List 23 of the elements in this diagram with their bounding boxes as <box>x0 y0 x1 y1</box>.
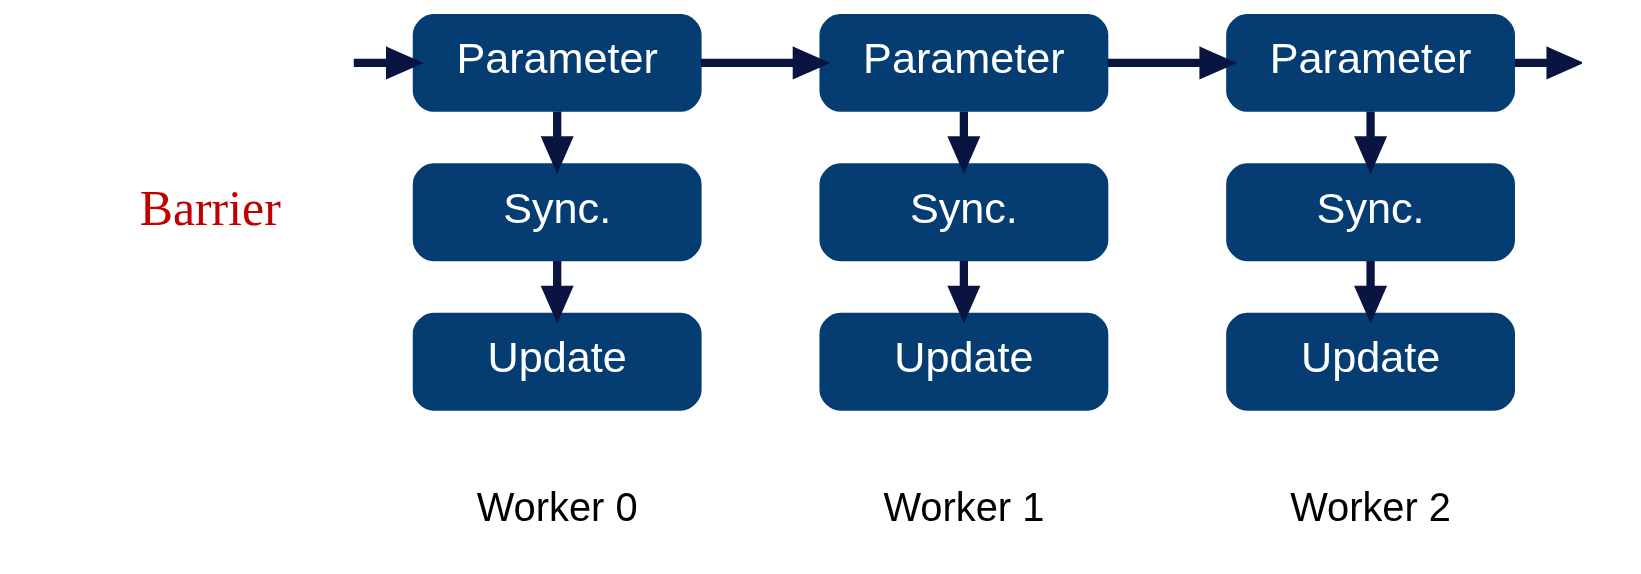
arrow <box>540 261 574 324</box>
node-box: Update <box>1225 312 1515 411</box>
node-box: Sync. <box>412 163 702 262</box>
node-box: Parameter <box>412 13 702 112</box>
arrow <box>353 46 424 80</box>
arrow <box>946 261 980 324</box>
node-box: Update <box>412 312 702 411</box>
arrow <box>700 46 830 80</box>
arrow <box>1353 111 1387 175</box>
node-box: Sync. <box>818 163 1108 262</box>
arrow <box>946 111 980 175</box>
node-box: Sync. <box>1225 163 1515 262</box>
label: Worker 1 <box>882 485 1044 530</box>
arrow <box>540 111 574 175</box>
label: Worker 0 <box>476 485 638 530</box>
label: Worker 2 <box>1289 485 1451 530</box>
node-box: Parameter <box>1225 13 1515 112</box>
arrow <box>1353 261 1387 324</box>
node-box: Parameter <box>818 13 1108 112</box>
label: Barrier <box>139 180 281 236</box>
arrow <box>1514 46 1582 80</box>
arrow <box>1107 46 1237 80</box>
node-box: Update <box>818 312 1108 411</box>
